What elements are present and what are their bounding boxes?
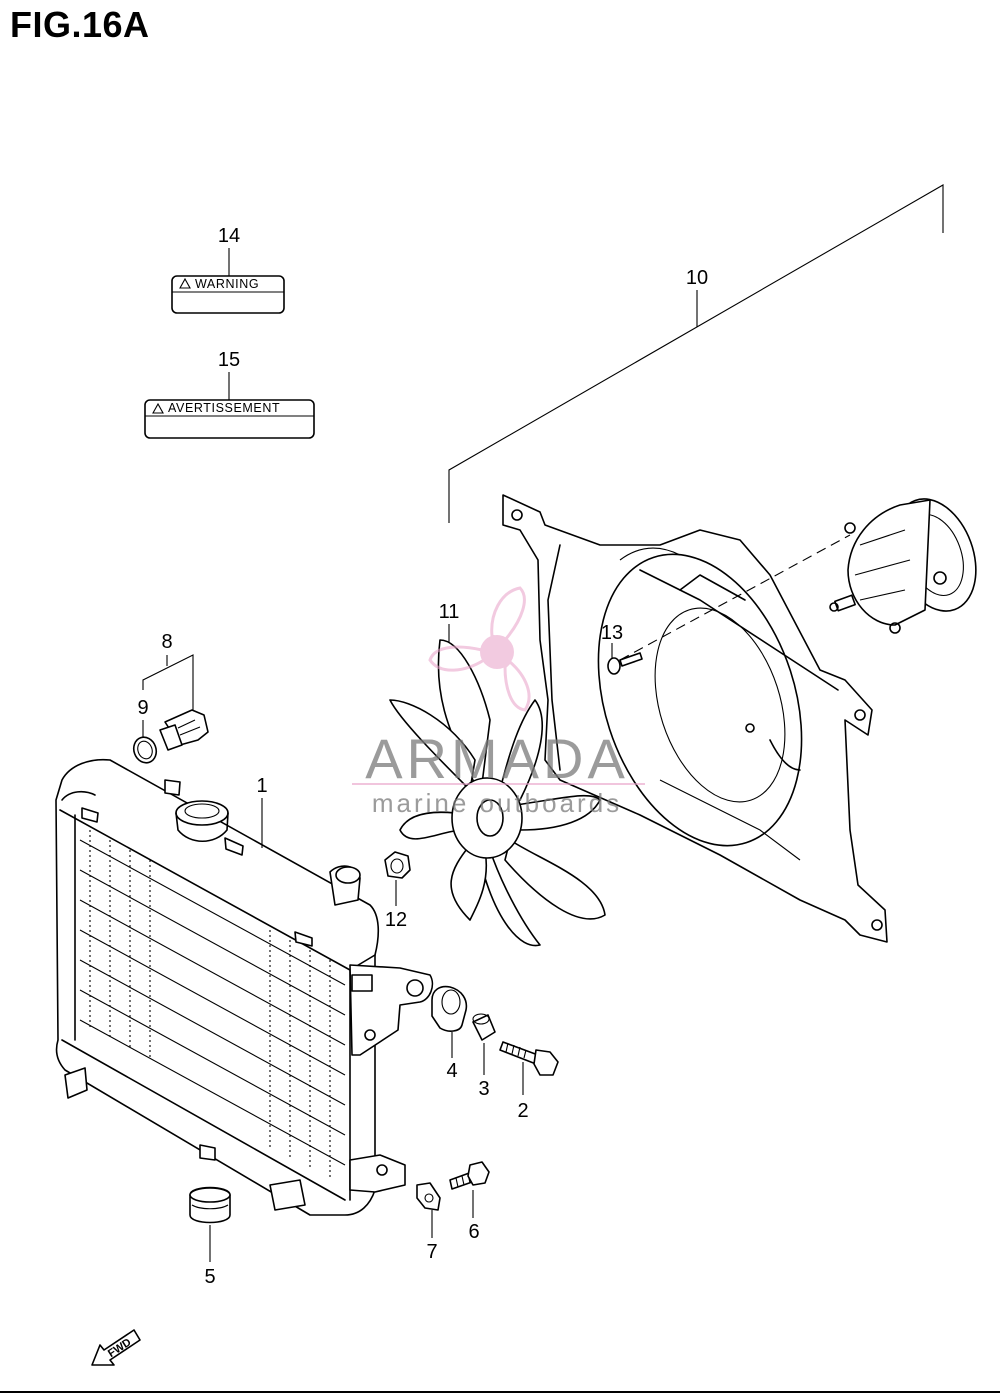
- fan-shroud-assembly-bracket: [448, 184, 944, 523]
- callout-3: 3: [478, 1078, 489, 1100]
- o-ring-9[interactable]: [130, 720, 160, 766]
- watermark-tagline: marine outboards: [372, 788, 622, 818]
- avertissement-label-part[interactable]: AVERTISSEMENT: [144, 372, 315, 439]
- propeller-logo-icon: [428, 586, 531, 712]
- avertissement-label-text: AVERTISSEMENT: [168, 401, 280, 415]
- sleeve-3[interactable]: [472, 1013, 496, 1075]
- figure-title: FIG.16A: [10, 4, 150, 45]
- bolt-2[interactable]: [499, 1041, 559, 1095]
- callout-4: 4: [446, 1060, 457, 1082]
- cushion-5[interactable]: [189, 1186, 231, 1263]
- bolt-6[interactable]: [449, 1161, 490, 1218]
- callout-14: 14: [218, 225, 240, 247]
- callout-11: 11: [439, 601, 460, 623]
- callout-1: 1: [256, 775, 267, 797]
- clip-nut-7[interactable]: [416, 1182, 441, 1238]
- callout-7: 7: [426, 1241, 437, 1263]
- fwd-direction-arrow: FWD: [91, 1329, 141, 1366]
- callout-numbers: 1 2 3 4 5 6 7 8 9 10 11 12 13 14 15: [137, 225, 708, 1288]
- callout-15: 15: [218, 349, 240, 371]
- warning-triangle-icon: [152, 402, 164, 414]
- callout-12: 12: [385, 909, 407, 931]
- callout-9: 9: [137, 697, 148, 719]
- cushion-4[interactable]: [431, 985, 468, 1058]
- fan-shroud[interactable]: [502, 494, 888, 943]
- nut-12[interactable]: [384, 851, 411, 906]
- callout-6: 6: [468, 1221, 479, 1243]
- screw-13[interactable]: [607, 643, 643, 675]
- callout-10: 10: [686, 267, 708, 289]
- callout-8: 8: [161, 631, 172, 653]
- watermark-brand: ARMADA: [365, 727, 629, 790]
- callout-5: 5: [204, 1266, 215, 1288]
- armada-watermark: ARMADA marine outboards: [352, 586, 645, 818]
- radiator-core: [79, 830, 346, 1180]
- fan-motor[interactable]: [619, 488, 991, 661]
- drain-plug-8[interactable]: [142, 654, 209, 751]
- radiator[interactable]: [55, 758, 434, 1216]
- warning-triangle-icon: [179, 277, 191, 289]
- warning-label-text: WARNING: [195, 277, 259, 291]
- warning-label-part[interactable]: WARNING: [171, 248, 285, 314]
- callout-2: 2: [517, 1100, 528, 1122]
- callout-13: 13: [601, 622, 623, 644]
- cooling-fan[interactable]: [389, 624, 606, 947]
